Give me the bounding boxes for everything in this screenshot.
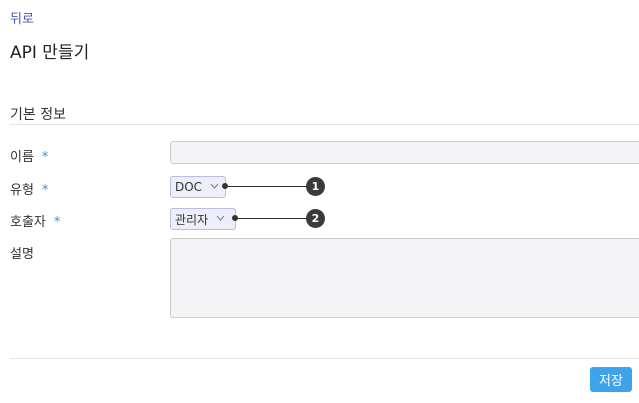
footer-divider <box>10 358 639 359</box>
save-button[interactable]: 저장 <box>590 367 632 392</box>
type-label: 유형 * <box>10 179 48 198</box>
section-title: 기본 정보 <box>10 107 66 123</box>
type-select[interactable]: DOC <box>170 176 226 198</box>
connector-line <box>225 186 307 187</box>
page-title: API 만들기 <box>10 43 90 63</box>
name-label: 이름 * <box>10 146 48 165</box>
required-mark: * <box>41 150 49 165</box>
caller-select-value: 관리자 <box>175 212 209 227</box>
annotation-badge-1: 1 <box>306 177 325 196</box>
name-input[interactable] <box>170 141 639 164</box>
annotation-badge-2: 2 <box>306 209 325 228</box>
caller-label-text: 호출자 <box>10 215 46 230</box>
caller-select[interactable]: 관리자 <box>170 208 236 230</box>
type-select-value: DOC <box>175 180 203 194</box>
description-textarea[interactable] <box>170 238 639 318</box>
connector-line <box>235 218 307 219</box>
caller-label: 호출자 * <box>10 211 60 230</box>
section-divider <box>10 124 639 125</box>
chevron-down-icon <box>216 214 225 224</box>
required-mark: * <box>41 183 49 198</box>
chevron-down-icon <box>210 182 219 192</box>
description-label: 설명 <box>10 247 34 262</box>
name-label-text: 이름 <box>10 150 34 165</box>
back-link[interactable]: 뒤로 <box>10 12 34 27</box>
type-label-text: 유형 <box>10 183 34 198</box>
required-mark: * <box>53 215 61 230</box>
